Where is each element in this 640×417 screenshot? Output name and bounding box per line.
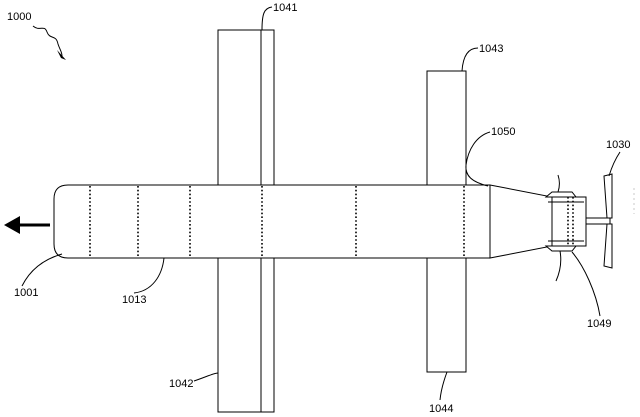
leader-tail-fin-lower — [555, 250, 562, 282]
propeller-shaft — [585, 217, 611, 225]
wing-lower-rear — [426, 257, 467, 373]
leader-propeller — [608, 151, 621, 177]
label-fuselage: 1013 — [122, 294, 146, 306]
tail-fin-upper — [544, 191, 578, 198]
label-tail-cone: 1050 — [491, 126, 515, 138]
leader-figure-arrowhead — [57, 50, 66, 60]
label-nose: 1001 — [14, 287, 38, 299]
leader-wing-upper-front — [261, 6, 273, 31]
propeller-blade-upper — [603, 173, 613, 219]
fuselage-body — [53, 184, 491, 259]
leader-figure — [32, 25, 63, 57]
tail-fin-lower — [544, 245, 578, 252]
direction-arrow-head — [4, 216, 20, 234]
label-figure: 1000 — [7, 11, 31, 23]
label-propeller: 1030 — [606, 139, 630, 151]
leader-wing-lower-front — [193, 372, 219, 382]
label-wing-upper-rear: 1043 — [479, 43, 503, 55]
leader-nose — [21, 253, 63, 287]
label-tail-section: 1049 — [587, 318, 611, 330]
leader-wing-lower-rear — [439, 371, 448, 401]
leader-tail-cone — [465, 131, 491, 187]
leader-fuselage — [133, 257, 165, 294]
label-wing-upper-front: 1041 — [273, 2, 297, 14]
label-wing-lower-rear: 1044 — [429, 403, 453, 415]
tail-cone — [489, 184, 553, 259]
leader-tail-section — [571, 251, 601, 317]
leader-tail-fin-upper — [557, 174, 560, 193]
propeller-blade-lower — [603, 223, 613, 269]
tail-section — [551, 196, 587, 247]
leader-wing-upper-rear — [461, 47, 479, 72]
wing-upper-front — [217, 29, 275, 186]
wing-lower-front — [217, 257, 275, 413]
label-wing-lower-front: 1042 — [169, 378, 193, 390]
wing-upper-rear — [426, 70, 467, 186]
